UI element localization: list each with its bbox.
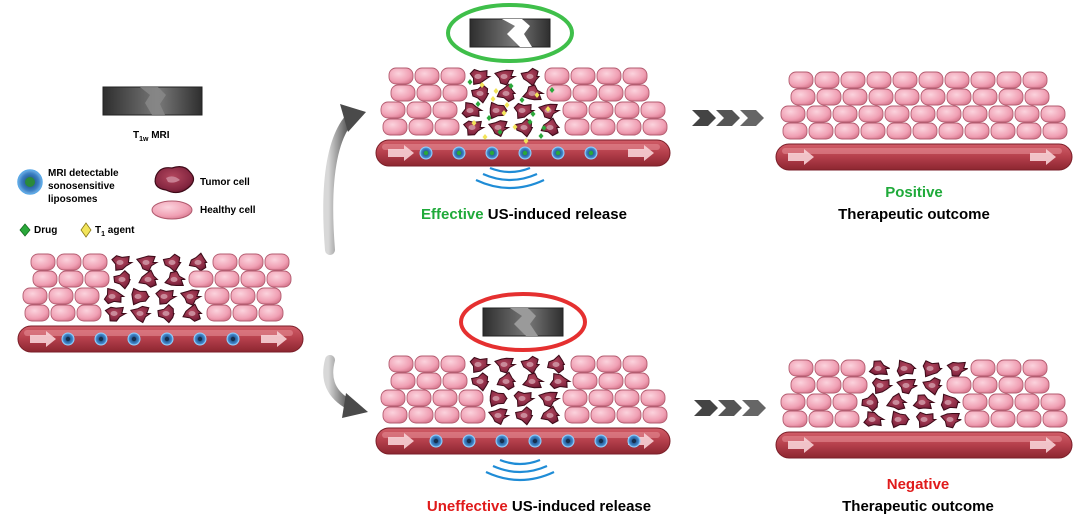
progression-arrows-bottom: [694, 400, 766, 416]
branch-arrow-up: [323, 104, 366, 255]
tumor-cell-icon: [154, 166, 195, 194]
healthy-cell-label: Healthy cell: [200, 205, 256, 216]
top-outcome-text: Therapeutic outcome: [838, 206, 990, 223]
drug-icon: [19, 223, 31, 237]
bottom-outcome-text: Therapeutic outcome: [842, 498, 994, 515]
liposome-icon: [17, 169, 43, 195]
mri-result-bottom: [459, 292, 587, 352]
tissue-positive-outcome: [775, 71, 1073, 171]
tissue-effective-release: [375, 67, 671, 167]
mri-label: T1w MRI: [133, 130, 170, 143]
tissue-initial: [17, 252, 304, 353]
progression-arrows-top: [692, 110, 764, 126]
ultrasound-waves-bottom: [485, 458, 555, 482]
ultrasound-waves-top: [475, 166, 545, 190]
mri-result-top: [446, 3, 574, 63]
t1-agent-label: T1 agent: [95, 225, 135, 238]
tumor-cell-label: Tumor cell: [200, 177, 250, 188]
bottom-release-caption: Uneffective US-induced release: [427, 498, 651, 515]
t1-agent-icon: [80, 222, 92, 238]
tissue-negative-outcome: [775, 359, 1073, 459]
mri-image-icon: [102, 86, 203, 116]
legend: T1w MRI MRI detectable sonosensitive lip…: [17, 86, 256, 238]
healthy-cell-icon: [151, 200, 193, 220]
top-release-caption: Effective US-induced release: [421, 206, 627, 223]
bottom-outcome-keyword: Negative: [887, 476, 950, 493]
drug-label: Drug: [34, 225, 57, 236]
liposome-label: MRI detectable sonosensitive liposomes: [48, 168, 121, 205]
tissue-uneffective-release: [375, 354, 671, 455]
branch-arrow-down: [323, 355, 368, 418]
top-outcome-keyword: Positive: [885, 184, 943, 201]
